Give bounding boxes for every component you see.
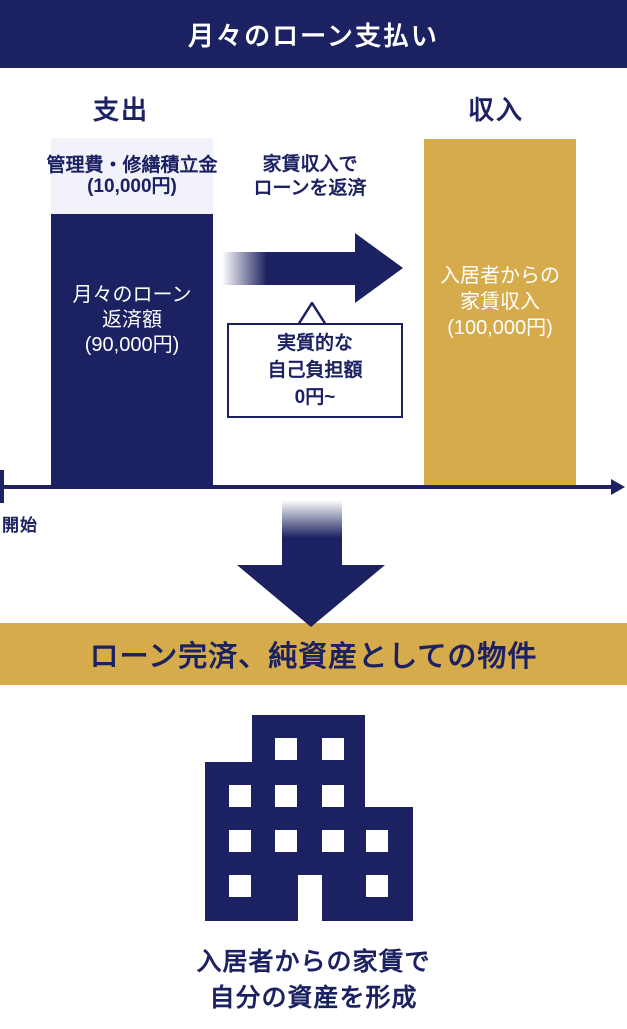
loan-payment-amount: (90,000円) [84, 334, 180, 356]
loan-payment-label-line2: 返済額 [102, 309, 162, 331]
loan-payment-segment: 月々のローン 返済額 (90,000円) [51, 214, 213, 485]
expense-column-label: 支出 [92, 95, 149, 125]
footer-caption-line2: 自分の資産を形成 [209, 984, 418, 1012]
self-payment-amount: 0円~ [294, 387, 336, 408]
self-payment-line1: 実質的な [276, 333, 353, 354]
rent-income-label-line2: 家賃収入 [460, 291, 540, 313]
timeline-axis [0, 485, 612, 489]
result-banner: ローン完済、純資産としての物件 [0, 623, 627, 685]
rent-flow-caption-line1: 家賃収入で [262, 154, 358, 175]
rent-flow-caption-line2: ローンを返済 [253, 178, 367, 199]
management-fee-amount: (10,000円) [87, 176, 177, 197]
arrow-down-icon-head [237, 565, 385, 627]
building-icon [205, 715, 413, 921]
rent-income-bar: 入居者からの 家賃収入 (100,000円) [424, 139, 576, 485]
result-banner-label: ローン完済、純資産としての物件 [89, 641, 538, 673]
rent-income-label-line1: 入居者からの [440, 265, 560, 287]
management-fee-segment: 管理費・修繕積立金 (10,000円) [47, 138, 218, 214]
arrow-right-icon-head [355, 233, 403, 303]
income-column-label: 収入 [467, 95, 524, 125]
rent-income-amount: (100,000円) [447, 317, 553, 339]
arrow-down-icon [282, 500, 342, 566]
timeline-arrowhead-icon [611, 479, 625, 495]
self-payment-callout: 実質的な 自己負担額 0円~ [227, 323, 403, 418]
timeline-start-label: 開始 [2, 516, 38, 535]
arrow-right-icon [222, 252, 355, 285]
loan-payment-label-line1: 月々のローン [72, 284, 192, 306]
rent-flow-caption: 家賃収入で ローンを返済 [230, 153, 390, 201]
footer-caption: 入居者からの家賃で 自分の資産を形成 [0, 944, 627, 1016]
self-payment-line2: 自己負担額 [267, 360, 363, 381]
management-fee-label: 管理費・修繕積立金 [46, 155, 218, 176]
callout-tail-icon [297, 302, 327, 326]
footer-caption-line1: 入居者からの家賃で [196, 948, 431, 976]
main-title: 月々のローン支払い [188, 20, 439, 51]
header-bar: 月々のローン支払い [0, 0, 627, 68]
